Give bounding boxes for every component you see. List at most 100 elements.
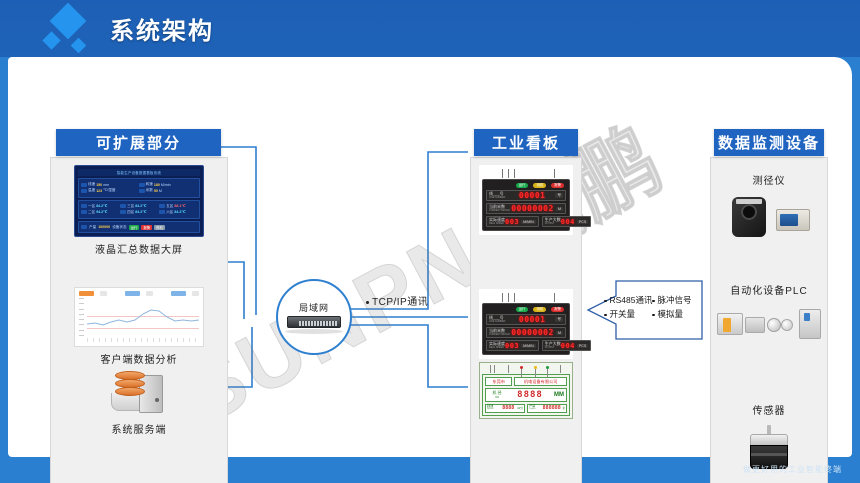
led-row-unit: M/MIN bbox=[521, 343, 536, 348]
antenna-icon bbox=[482, 169, 570, 179]
antenna-icon bbox=[482, 293, 570, 303]
lamp-run: 运行 bbox=[515, 183, 529, 188]
lcd-zone-value: 84.2℃ bbox=[135, 204, 147, 209]
lcd-status-run[interactable]: 运行 bbox=[128, 224, 140, 230]
lcd-zone-name: 六区 bbox=[166, 209, 174, 214]
lcd-zones-section: 一区 84.2℃ 三区 84.2℃ 五区 88.1℃ bbox=[78, 199, 200, 219]
lamp-standby: 待机 bbox=[533, 307, 547, 312]
lan-node[interactable]: 局域网 bbox=[276, 279, 352, 355]
footer-slogan: 做更好用的工业智能终端 bbox=[743, 464, 842, 474]
diamond-decoration-icon bbox=[0, 0, 110, 57]
signal-arrow-labels: RS485通讯 脉冲信号 开关量 模拟量 bbox=[604, 293, 700, 321]
signal-arrow-shape bbox=[586, 280, 703, 340]
lcd-metric-unit: ℃/湿度 bbox=[103, 188, 116, 193]
green-board-title-row: 东莞市 机电设备有限公司 bbox=[485, 377, 567, 386]
lcd-zone: 六区 84.2℃ bbox=[159, 210, 196, 215]
output-unit: 米 bbox=[562, 407, 565, 411]
signal-item: 模拟量 bbox=[652, 307, 700, 321]
lcd-status-alarm[interactable]: 报警 bbox=[141, 224, 153, 230]
chart-tag-value bbox=[146, 291, 153, 296]
caliper-head-icon bbox=[732, 197, 766, 237]
lcd-status-stop[interactable]: 停机 bbox=[154, 224, 165, 230]
client-analytics-thumbnail[interactable] bbox=[74, 287, 204, 347]
system-server-block[interactable]: 系统服务端 bbox=[50, 367, 228, 436]
lcd-metric: 米数 50 M bbox=[138, 188, 195, 193]
industrial-board-header: 工业看板 bbox=[474, 129, 578, 156]
page-title: 系统架构 bbox=[110, 18, 214, 45]
plc-cabinet-icon bbox=[799, 309, 821, 339]
lcd-chip-icon bbox=[159, 210, 166, 215]
slide-footer: 做更好用的工业智能终端 bbox=[0, 455, 860, 483]
lcd-chip-icon bbox=[81, 188, 87, 193]
lamp-standby: 待机 bbox=[533, 183, 547, 188]
chart-y-axis bbox=[79, 298, 86, 336]
database-disk-icon bbox=[115, 387, 145, 396]
lcd-metric-unit: M bbox=[158, 188, 162, 193]
chart-tag-actual bbox=[79, 291, 95, 296]
lcd-zone-value: 84.2℃ bbox=[174, 210, 186, 215]
chart-tag-plan bbox=[125, 291, 141, 296]
lcd-dashboard-thumbnail[interactable]: 智能生产设备数据看板系统 线速 150 mm 转速 180 M/min bbox=[74, 165, 204, 237]
chart-plot-area bbox=[79, 298, 200, 342]
system-server-icon-wrap bbox=[50, 367, 228, 415]
device-plc-block[interactable]: 自动化设备PLC bbox=[710, 282, 828, 345]
client-analytics-block[interactable]: 客户端数据分析 bbox=[50, 287, 228, 366]
lcd-zone: 四区 84.2℃ bbox=[120, 210, 157, 215]
signal-item: 开关量 bbox=[604, 307, 652, 321]
lcd-metric-value: 150 bbox=[96, 182, 103, 187]
led-row-unit: M/MIN bbox=[521, 219, 536, 224]
lcd-status-section: 产量 100000 设备状态 运行 报警 停机 bbox=[78, 221, 200, 233]
lcd-zone-name: 二区 bbox=[88, 209, 96, 214]
caliper-display-icon bbox=[776, 209, 810, 231]
company-city: 东莞市 bbox=[485, 377, 513, 386]
signal-item: RS485通讯 bbox=[604, 293, 653, 307]
client-analytics-label: 客户端数据分析 bbox=[100, 355, 178, 366]
lcd-zone: 三区 84.2℃ bbox=[120, 204, 157, 209]
monitoring-devices-header: 数据监测设备 bbox=[714, 129, 824, 156]
lcd-zone: 一区 84.2℃ bbox=[81, 204, 118, 209]
database-disk-icon bbox=[115, 379, 145, 388]
device-caliper-block[interactable]: 测径仪 bbox=[710, 172, 828, 239]
led-status-lamps: 运行 待机 报警 bbox=[486, 307, 566, 312]
slide-header: 系统架构 bbox=[0, 0, 860, 57]
lcd-zone-name: 三区 bbox=[127, 203, 135, 208]
lcd-chip-icon bbox=[81, 204, 87, 209]
speed-value: 8888 bbox=[502, 405, 515, 412]
chart-tags bbox=[75, 288, 203, 297]
lcd-metric-name: 米数 bbox=[145, 188, 153, 193]
lcd-dashboard-block[interactable]: 智能生产设备数据看板系统 线速 150 mm 转速 180 M/min bbox=[50, 165, 228, 256]
lcd-metric-name: 温度 bbox=[88, 188, 96, 193]
lcd-metric-value: 180 bbox=[153, 182, 160, 187]
lcd-title: 智能生产设备数据看板系统 bbox=[78, 169, 200, 176]
lcd-output: 产量 100000 设备状态 运行 报警 停机 bbox=[81, 224, 165, 230]
network-switch-shadow bbox=[285, 328, 343, 334]
lcd-zone-name: 一区 bbox=[88, 203, 96, 208]
led-row-unit: 号 bbox=[555, 193, 563, 198]
led-row-value: 003 bbox=[505, 217, 520, 226]
database-disk-icon bbox=[115, 371, 145, 380]
plc-motor-icon bbox=[745, 317, 765, 333]
lcd-dashboard-label: 液晶汇总数据大屏 bbox=[95, 245, 183, 256]
device-sensor-block[interactable]: 传感器 bbox=[710, 402, 828, 473]
lcd-metric: 线速 150 mm bbox=[81, 182, 137, 187]
